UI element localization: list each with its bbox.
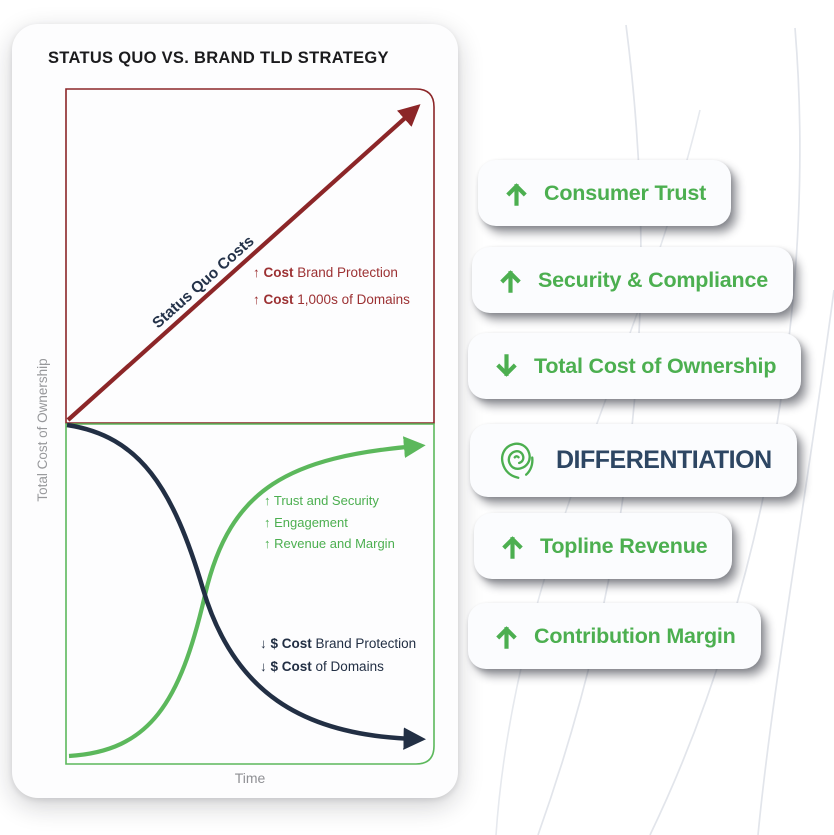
- note-line: ↑ Trust and Security: [264, 493, 379, 508]
- note-line: ↓ $ Cost of Domains: [260, 659, 384, 674]
- badge-total-cost-of-ownership: Total Cost of Ownership: [468, 333, 802, 399]
- arrow-up-icon: [496, 625, 517, 649]
- x-axis-label: Time: [234, 770, 266, 786]
- status-quo-notes: ↑ Cost Brand Protection ↑ Cost 1,000s of…: [253, 260, 410, 313]
- badge-consumer-trust: Consumer Trust: [478, 160, 732, 226]
- y-axis-label: Total Cost of Ownership: [35, 358, 50, 502]
- badge-label: Consumer Trust: [544, 180, 707, 205]
- brand-tld-panel-border: [65, 423, 435, 765]
- arrow-up-icon: [502, 535, 523, 559]
- note-line: ↑ Engagement: [264, 514, 348, 530]
- chart-card: STATUS QUO VS. BRAND TLD STRATEGY Total …: [12, 24, 458, 798]
- note-line: ↑ Revenue and Margin: [264, 536, 395, 552]
- status-quo-panel-border: [65, 88, 435, 424]
- brand-benefit-notes: ↑ Trust and Security ↑ Engagement ↑ Reve…: [264, 490, 395, 555]
- chart-canvas: Status Quo Costs: [65, 88, 435, 765]
- note-line: ↑ Cost Brand Protection: [253, 265, 398, 280]
- status-quo-costs-label: Status Quo Costs: [149, 233, 257, 332]
- fingerprint-icon: [501, 442, 534, 479]
- badge-label: DIFFERENTIATION: [556, 446, 772, 474]
- arrow-up-icon: [500, 269, 521, 293]
- badge-topline-revenue: Topline Revenue: [474, 513, 733, 579]
- badge-security-compliance: Security & Compliance: [472, 247, 793, 313]
- badge-label: Topline Revenue: [540, 533, 708, 558]
- chart-area: Status Quo Costs ↑ Cost Brand Protection…: [65, 88, 435, 786]
- page-title: STATUS QUO VS. BRAND TLD STRATEGY: [48, 49, 389, 67]
- badge-contribution-margin: Contribution Margin: [468, 603, 761, 669]
- brand-costs-curve: [66, 422, 426, 750]
- arrow-up-icon: [506, 182, 527, 206]
- arrow-down-icon: [496, 353, 517, 377]
- status-quo-cost-arrow: [66, 104, 421, 422]
- note-line: ↑ Cost 1,000s of Domains: [253, 291, 410, 307]
- badge-label: Total Cost of Ownership: [534, 353, 777, 378]
- note-line: ↓ $ Cost Brand Protection: [260, 636, 417, 651]
- badge-label: Contribution Margin: [534, 623, 736, 648]
- badge-differentiation: DIFFERENTIATION: [470, 424, 797, 497]
- badge-label: Security & Compliance: [538, 267, 768, 292]
- brand-cost-notes: ↓ $ Cost Brand Protection ↓ $ Cost of Do…: [260, 632, 416, 678]
